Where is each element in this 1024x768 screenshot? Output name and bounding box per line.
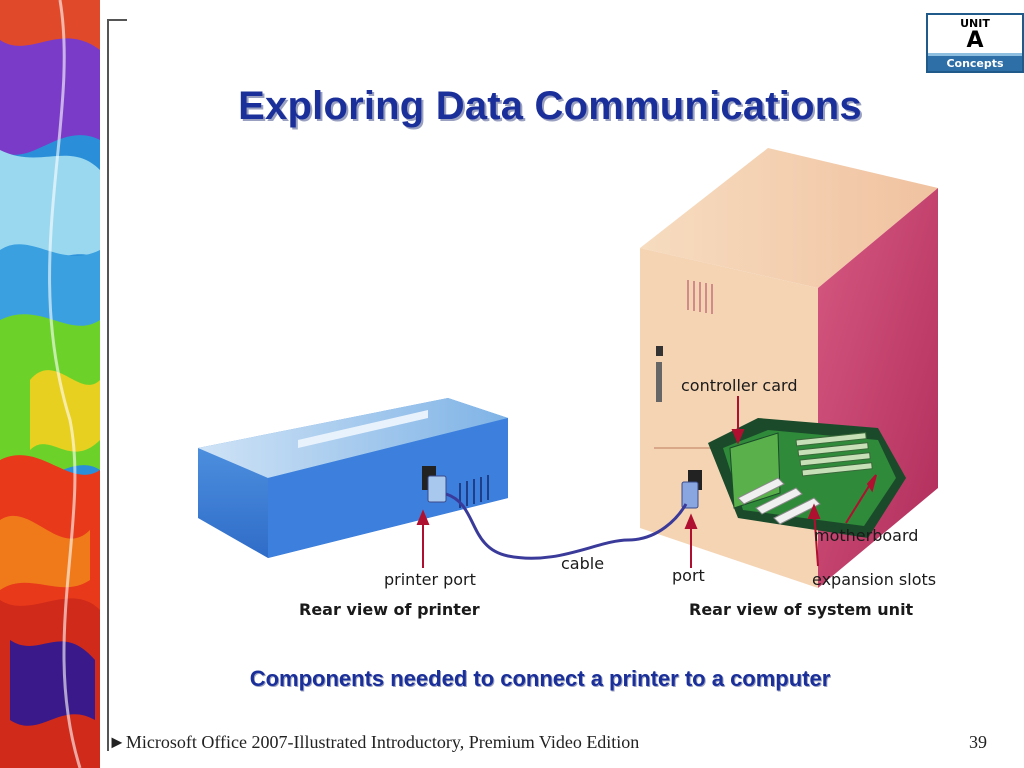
unit-badge-top: UNIT (960, 17, 990, 30)
label-port: port (672, 566, 705, 585)
footer-text: Microsoft Office 2007-Illustrated Introd… (125, 732, 640, 752)
unit-badge-bottom: Concepts (928, 56, 1022, 71)
unit-badge-stripe (928, 53, 1022, 56)
footer: ►Microsoft Office 2007-Illustrated Intro… (108, 732, 639, 753)
label-motherboard: motherboard (814, 526, 919, 545)
cable-line (445, 492, 688, 560)
callout-arrows (416, 396, 877, 568)
page-title: Exploring Data Communications (238, 84, 862, 128)
label-rear-view-system-unit: Rear view of system unit (689, 600, 914, 619)
printer (198, 398, 508, 558)
footer-arrow-icon: ► (108, 732, 126, 752)
unit-badge: UNIT A Concepts (926, 13, 1024, 73)
label-controller-card: controller card (681, 376, 798, 395)
label-cable: cable (561, 554, 605, 573)
system-unit (640, 148, 938, 588)
label-printer-port: printer port (384, 570, 476, 589)
printer-computer-illustration: controller card motherboard expansion sl… (178, 148, 956, 630)
figure-caption: Components needed to connect a printer t… (249, 666, 831, 691)
decorative-painting (0, 0, 100, 768)
label-rear-view-printer: Rear view of printer (299, 600, 480, 619)
page-number: 39 (969, 732, 987, 752)
unit-badge-letter: A (966, 28, 984, 53)
slide-frame-bracket (107, 19, 127, 751)
illustration-drawing (198, 148, 938, 588)
label-expansion-slots: expansion slots (812, 570, 937, 589)
